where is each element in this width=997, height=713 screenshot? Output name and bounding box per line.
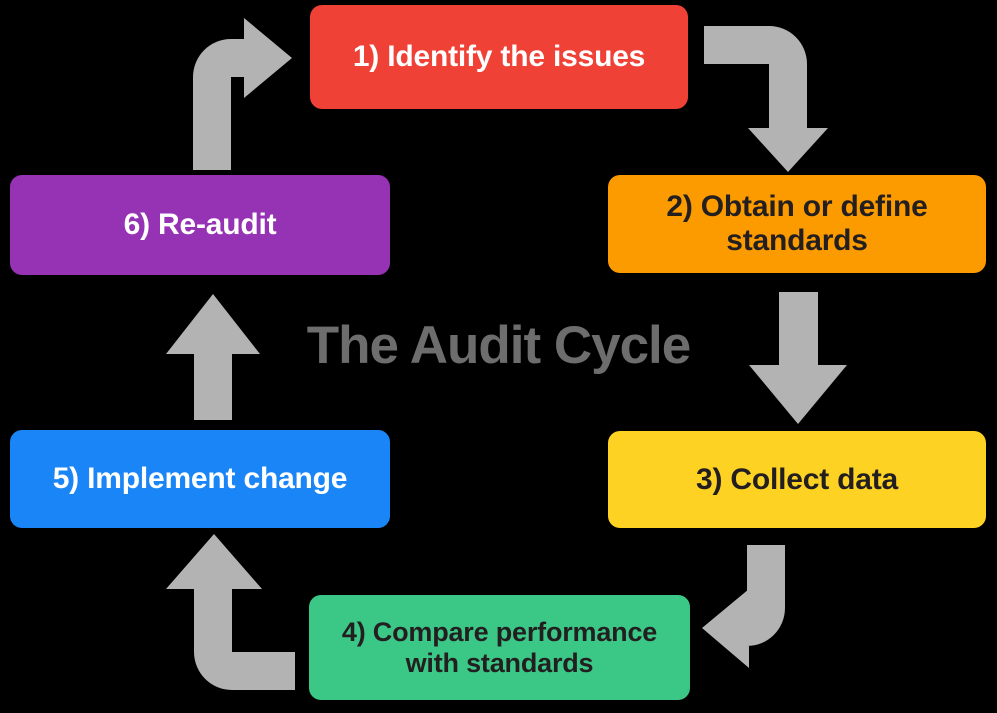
step-node-label: 4) Compare performance with standards bbox=[341, 617, 658, 678]
arrow-3-to-4 bbox=[702, 545, 785, 668]
step-node-collect-data[interactable]: 3) Collect data bbox=[608, 431, 986, 528]
step-node-label: 2) Obtain or define standards bbox=[666, 190, 928, 257]
diagram-title: The Audit Cycle bbox=[306, 316, 692, 375]
step-node-re-audit[interactable]: 6) Re-audit bbox=[10, 175, 390, 275]
step-node-identify-the-issues[interactable]: 1) Identify the issues bbox=[310, 5, 688, 109]
step-node-compare-performance-with-standards[interactable]: 4) Compare performance with standards bbox=[309, 595, 690, 700]
step-node-label: 3) Collect data bbox=[695, 462, 899, 496]
arrow-4-to-5 bbox=[166, 534, 295, 690]
step-node-label: 6) Re-audit bbox=[123, 208, 277, 242]
arrow-1-to-2 bbox=[704, 26, 828, 172]
step-node-implement-change[interactable]: 5) Implement change bbox=[10, 430, 390, 528]
step-node-label: 1) Identify the issues bbox=[352, 40, 646, 74]
step-node-label: 5) Implement change bbox=[52, 462, 348, 496]
step-node-obtain-or-define-standards[interactable]: 2) Obtain or define standards bbox=[608, 175, 986, 273]
arrow-6-to-1 bbox=[193, 18, 292, 170]
